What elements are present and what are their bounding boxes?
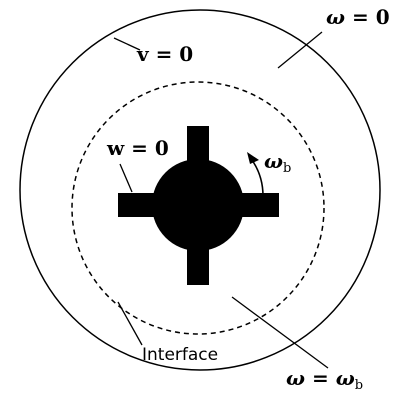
rotation-arrowhead bbox=[247, 152, 259, 164]
label-omega-b: ωb bbox=[264, 149, 291, 176]
leader-omega-eq bbox=[231, 296, 329, 369]
label-omega-eq: ω = ωb bbox=[286, 366, 363, 393]
label-interface: Interface bbox=[142, 345, 218, 365]
interface-dashed-circle bbox=[71, 81, 325, 335]
hub-disk bbox=[152, 159, 244, 251]
label-velocity: v = 0 bbox=[136, 42, 193, 66]
label-outer-omega: ω = 0 bbox=[326, 5, 390, 29]
leader-interface bbox=[117, 301, 143, 346]
rotation-arrow bbox=[251, 159, 264, 197]
label-w-zero: w = 0 bbox=[106, 136, 169, 160]
leader-w-zero bbox=[119, 163, 133, 193]
leader-velocity bbox=[113, 37, 141, 51]
rotating-body bbox=[118, 126, 279, 285]
outer-boundary-circle bbox=[19, 9, 381, 371]
leader-outer-omega bbox=[277, 31, 323, 69]
